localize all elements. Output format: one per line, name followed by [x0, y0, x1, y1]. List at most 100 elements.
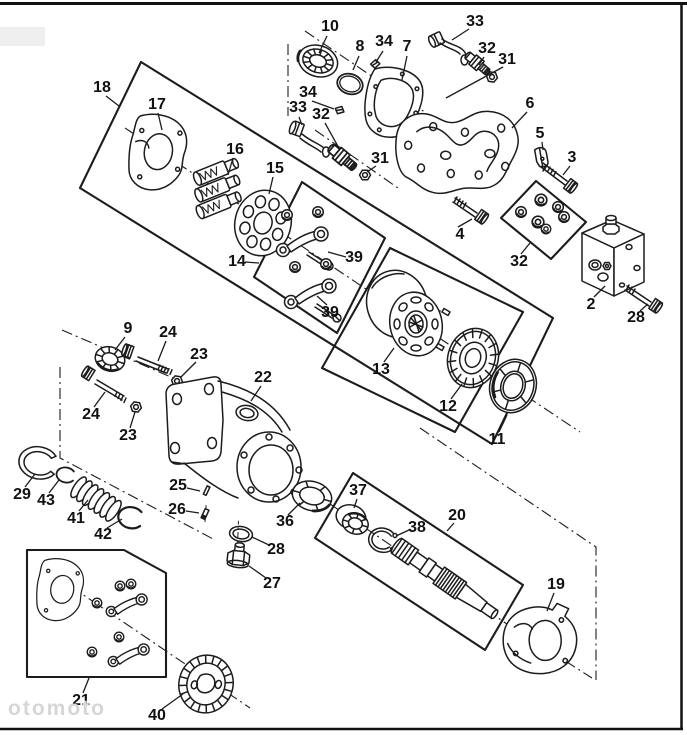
callout-2: 2: [586, 296, 596, 313]
callout-4: 4: [455, 226, 465, 243]
callout-14: 14: [228, 253, 246, 270]
leader-line-43: [48, 479, 60, 494]
callout-32: 32: [510, 253, 528, 270]
part-41-spring: [70, 476, 122, 522]
part-6-end-cover: [395, 110, 519, 195]
leader-line-10: [318, 35, 328, 54]
leader-line-39: [327, 251, 347, 258]
leader-line-26: [185, 510, 200, 514]
leader-line-33: [298, 116, 303, 126]
part-11-seal-carrier: [488, 358, 538, 414]
leader-line-32: [324, 122, 341, 151]
leader-line-39: [316, 295, 328, 306]
leader-line-22: [250, 385, 262, 402]
callout-27: 27: [263, 575, 281, 592]
scan-artifact: [0, 27, 45, 46]
callout-24: 24: [159, 324, 177, 341]
panel-20: [313, 471, 525, 652]
leader-line-32: [478, 56, 485, 66]
part-37-roller-bearing: [335, 504, 369, 535]
part-20-drive-shaft: [390, 537, 499, 620]
part-43-o-ring: [55, 466, 75, 484]
leader-line-9: [114, 336, 126, 351]
leader-line-4: [457, 218, 473, 228]
leader-line-15: [268, 176, 274, 195]
part-17-swashplate: [128, 113, 188, 191]
callout-38: 38: [408, 519, 426, 536]
part-24-bolt-lower: [79, 364, 127, 404]
leader-line-27: [248, 565, 267, 579]
part-24-bolt-upper: [120, 342, 173, 376]
leader-line-28: [251, 536, 270, 546]
leader-line-21: [82, 677, 90, 694]
leader-line-18: [105, 95, 120, 107]
leader-line-25: [186, 487, 201, 492]
part-36-bearing-cup: [291, 480, 333, 513]
leader-line-24: [93, 391, 106, 408]
callout-8: 8: [355, 38, 365, 55]
callout-33: 33: [289, 99, 307, 116]
callout-11: 11: [488, 431, 506, 448]
callout-36: 36: [276, 513, 294, 530]
callout-3: 3: [567, 149, 577, 166]
callout-20: 20: [448, 507, 466, 524]
part-21-pump-kit: [36, 558, 150, 668]
leader-line-14: [244, 261, 260, 264]
leader-line-20: [446, 522, 455, 532]
leader-line-24: [157, 340, 167, 362]
leader-line-17: [157, 112, 163, 131]
callout-29: 29: [13, 486, 31, 503]
callout-39: 39: [321, 304, 339, 321]
part-28-bolt: [624, 284, 665, 315]
part-28-o-ring: [228, 525, 254, 543]
leader-line-2: [593, 285, 606, 298]
panel-18: [78, 60, 555, 446]
part-8-o-ring: [336, 72, 364, 96]
callout-25: 25: [169, 477, 187, 494]
part-39-rocker-lower: [283, 257, 342, 323]
callout-42: 42: [94, 526, 112, 543]
leader-line-5: [541, 141, 544, 151]
leader-line-19: [546, 592, 555, 612]
leader-line-34: [375, 50, 384, 63]
leader-line-32: [520, 242, 531, 255]
callout-16: 16: [226, 141, 244, 158]
part-32-seal-kit: [513, 191, 572, 236]
callout-32: 32: [312, 106, 330, 123]
part-31-nut-lower: [358, 169, 372, 181]
leader-line-6: [511, 111, 528, 129]
part-13-cylinder-block: [365, 269, 451, 357]
leader-line-40: [161, 693, 184, 710]
part-23-nut-lower: [129, 400, 143, 414]
leader-line-37: [353, 498, 358, 509]
leader-line-3: [562, 165, 571, 176]
part-33-elbow-lower: [288, 120, 331, 158]
part-40-wear-plate: [178, 654, 234, 714]
callout-40: 40: [148, 707, 166, 724]
leader-line-23: [129, 411, 136, 429]
leader-line-23: [180, 361, 197, 378]
leader-line-7: [401, 55, 408, 81]
part-19-end-cap: [502, 602, 578, 675]
leader-lines: [24, 28, 649, 710]
callout-15: 15: [266, 160, 284, 177]
leader-line-13: [383, 347, 395, 363]
callout-33: 33: [466, 13, 484, 30]
callout-7: 7: [402, 38, 412, 55]
callout-23: 23: [190, 346, 208, 363]
callout-5: 5: [535, 125, 545, 142]
callout-21: 21: [72, 692, 90, 709]
part-26-pin: [200, 507, 210, 521]
callout-26: 26: [168, 501, 186, 518]
panel-21: [25, 548, 168, 679]
part-29-seal-ring: [18, 445, 57, 480]
callout-34: 34: [375, 33, 393, 50]
leader-line-31: [445, 66, 504, 99]
part-25-pin: [202, 485, 211, 497]
callout-28: 28: [267, 541, 285, 558]
part-2-valve-block: [581, 214, 645, 297]
callout-28: 28: [627, 309, 645, 326]
part-12-valve-plate: [446, 327, 500, 389]
